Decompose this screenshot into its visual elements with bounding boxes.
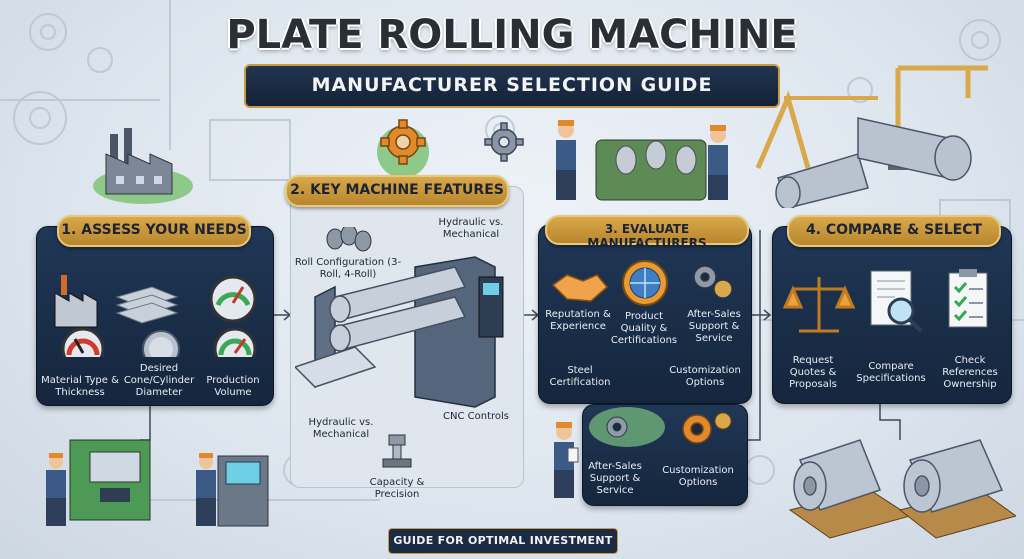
worker-with-clipboard	[554, 422, 579, 498]
document-magnifier-icon	[870, 270, 923, 333]
crane-and-steel-rolls	[755, 65, 988, 208]
subtitle-banner: MANUFACTURER SELECTION GUIDE	[244, 64, 780, 108]
sub-gears-icons	[589, 407, 732, 447]
checklist-icon	[948, 269, 988, 328]
pressure-valve-icon	[382, 434, 412, 468]
item-after-sales: After-Sales Support & Service	[687, 309, 741, 344]
material-factory-icon	[54, 275, 98, 328]
step-3-title: 3. EVALUATE MANUFACTURERS	[545, 215, 749, 250]
sub-item-after-sales: After-Sales Support & Service	[588, 461, 642, 496]
item-roll-configuration: Roll Configuration (3-Roll, 4-Roll)	[294, 257, 402, 280]
step-1-panel: 1. ASSESS YOUR NEEDS Material Type & Thi…	[36, 215, 274, 406]
page-title: PLATE ROLLING MACHINE	[226, 12, 798, 58]
item-compare-specifications: Compare Specifications	[856, 361, 926, 384]
step-2-title: 2. KEY MACHINE FEATURES	[285, 175, 509, 207]
item-customization: Customization Options	[669, 365, 741, 388]
globe-icon	[622, 260, 668, 306]
item-capacity-precision: Capacity & Precision	[369, 477, 425, 500]
item-check-references: Check References Ownership	[942, 355, 998, 390]
factory-icon	[93, 128, 193, 204]
step-3-icons	[551, 260, 733, 306]
gears-icon	[693, 265, 733, 299]
handshake-icon	[551, 274, 609, 302]
item-steel-certification: Steel Certification	[549, 365, 611, 388]
footer-banner: GUIDE FOR OPTIMAL INVESTMENT	[388, 528, 618, 554]
item-material-type: Material Type & Thickness	[41, 375, 119, 398]
sub-item-customization: Customization Options	[662, 465, 734, 488]
step-4-panel: 4. COMPARE & SELECT Request Quotes & Pro…	[772, 215, 1012, 404]
scales-icon	[782, 277, 856, 333]
step-1-icons	[54, 275, 257, 357]
step-4-icons	[782, 269, 988, 333]
header: PLATE ROLLING MACHINE MANUFACTURER SELEC…	[182, 4, 842, 110]
step-3-panel: 3. EVALUATE MANUFACTURERS Reputation & E…	[538, 215, 752, 404]
item-reputation: Reputation & Experience	[545, 309, 611, 332]
item-cone-diameter: Desired Cone/Cylinder Diameter	[123, 363, 195, 398]
gear-icon	[377, 119, 429, 178]
step-4-title: 4. COMPARE & SELECT	[787, 215, 1001, 247]
item-request-quotes: Request Quotes & Proposals	[789, 355, 837, 390]
item-production-volume: Production Volume	[206, 375, 260, 398]
item-hydraulic-vs-mechanical-bottom: Hydraulic vs. Mechanical	[308, 417, 374, 440]
step-2-panel: 2. KEY MACHINE FEATURES Roll Configurati…	[285, 175, 524, 500]
item-product-quality: Product Quality & Certifications	[610, 311, 678, 346]
rolling-machine-illustration	[295, 227, 504, 408]
footer-label: GUIDE FOR OPTIMAL INVESTMENT	[393, 534, 613, 547]
page-subtitle: MANUFACTURER SELECTION GUIDE	[311, 74, 713, 96]
item-hydraulic-vs-mechanical-top: Hydraulic vs. Mechanical	[438, 217, 504, 240]
step-1-title: 1. ASSESS YOUR NEEDS	[57, 215, 251, 247]
steel-coils-illustration	[788, 439, 1016, 539]
item-cnc-controls: CNC Controls	[443, 411, 509, 422]
step-3-sub-panel: After-Sales Support & Service Customizat…	[582, 404, 748, 506]
workers-with-control-panels	[46, 439, 269, 527]
gear-icon-small	[484, 122, 524, 162]
workers-with-rolling-machine	[556, 120, 728, 201]
